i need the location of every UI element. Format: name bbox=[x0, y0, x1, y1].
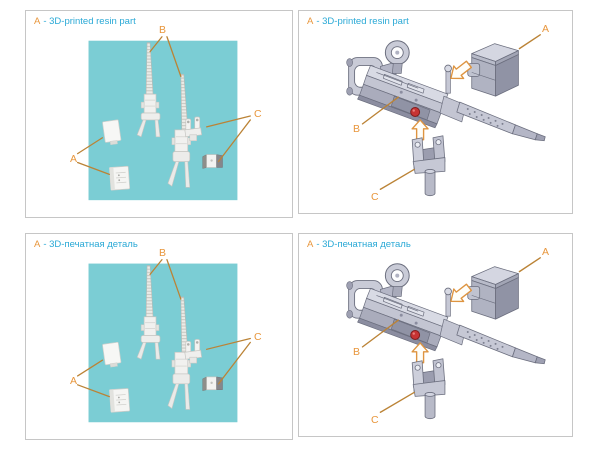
callout-label-c: C bbox=[254, 108, 262, 120]
callout-label-b: B bbox=[159, 24, 167, 36]
legend-letter: A bbox=[34, 16, 41, 27]
callout-label-c: C bbox=[371, 414, 379, 426]
resin-parts-photo bbox=[26, 11, 292, 217]
gun-assembly-diagram bbox=[299, 11, 572, 213]
callout-label-b: B bbox=[353, 123, 361, 135]
legend-header: А- 3D-печатная деталь bbox=[307, 239, 411, 250]
resin-parts-photo bbox=[26, 234, 292, 439]
instruction-panel-bottom-left: А- 3D-печатная деталь A B C bbox=[25, 233, 293, 440]
callout-label-b: B bbox=[353, 346, 361, 358]
callout-label-a: A bbox=[542, 246, 550, 258]
legend-letter: А bbox=[34, 239, 41, 250]
legend-text: - 3D-печатная деталь bbox=[316, 239, 411, 250]
instruction-panel-top-right: A- 3D-printed resin part A B C bbox=[298, 10, 573, 214]
instruction-panel-bottom-right: А- 3D-печатная деталь A B C bbox=[298, 233, 573, 437]
callout-label-a: A bbox=[70, 375, 78, 387]
callout-label-c: C bbox=[371, 191, 379, 203]
callout-label-a: A bbox=[70, 153, 78, 165]
instruction-panel-top-left: A- 3D-printed resin part A B C bbox=[25, 10, 293, 218]
legend-header: А- 3D-печатная деталь bbox=[34, 239, 138, 250]
legend-letter: А bbox=[307, 239, 314, 250]
legend-header: A- 3D-printed resin part bbox=[307, 16, 409, 27]
legend-text: - 3D-печатная деталь bbox=[43, 239, 138, 250]
gun-assembly-diagram bbox=[299, 234, 572, 436]
callout-label-c: C bbox=[254, 331, 262, 343]
legend-text: - 3D-printed resin part bbox=[316, 16, 409, 27]
callout-label-b: B bbox=[159, 247, 167, 259]
legend-letter: A bbox=[307, 16, 314, 27]
callout-label-a: A bbox=[542, 23, 550, 35]
legend-text: - 3D-printed resin part bbox=[43, 16, 136, 27]
legend-header: A- 3D-printed resin part bbox=[34, 16, 136, 27]
